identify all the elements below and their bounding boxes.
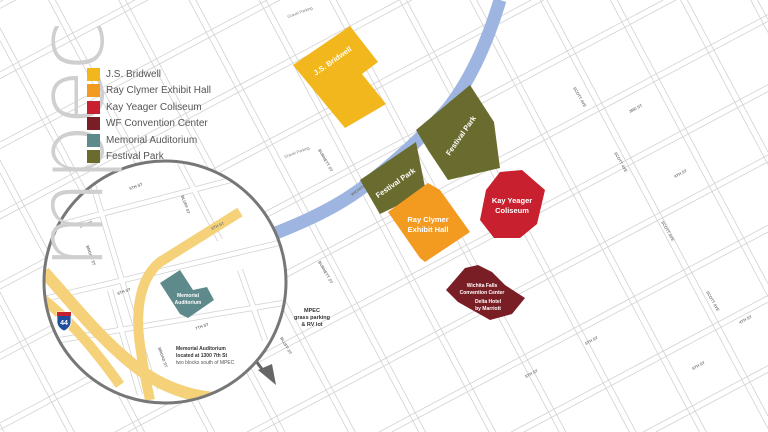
legend-item-festival: Festival Park [87, 149, 211, 166]
interstate-44-shield-icon: 44 [56, 311, 72, 332]
inset-label-6th: 6TH ST [210, 220, 225, 231]
legend: J.S. Bridwell Ray Clymer Exhibit Hall Ka… [87, 66, 211, 165]
inset-label-5th: 5TH ST [129, 181, 144, 191]
street-line [0, 0, 280, 150]
label-hotel-2: by Marriott [475, 306, 501, 312]
legend-item-bridwell: J.S. Bridwell [87, 66, 211, 83]
street-line [757, 0, 768, 20]
festival-park-east[interactable] [416, 85, 500, 180]
inset-note-3: two blocks south of MPEC [176, 360, 235, 366]
inset-note: Memorial Auditorium located at 1300 7th … [176, 346, 235, 366]
label-hotel-1: Delta Hotel [475, 299, 502, 305]
legend-label: Festival Park [106, 151, 164, 163]
gravel-parking-label: Gravel Parking [287, 5, 314, 19]
street-line [0, 0, 268, 143]
street-label-burnett-2: BURNETT ST [317, 260, 334, 285]
street-line [476, 0, 707, 432]
street-line [750, 0, 768, 33]
street-line [523, 301, 768, 432]
parking-line-2: grass parking [294, 315, 330, 321]
street-line [655, 372, 768, 432]
legend-item-yeager: Kay Yeager Coliseum [87, 99, 211, 116]
inset-pointer-arrow-icon [258, 364, 276, 385]
legend-swatch [87, 133, 100, 147]
label-yeager-2: Coliseum [495, 206, 529, 215]
street-line [0, 424, 5, 432]
parking-line-3: & RV lot [301, 322, 322, 328]
memorial-auditorium[interactable] [160, 270, 214, 318]
label-memorial-2: Auditorium [175, 300, 202, 306]
legend-swatch [87, 100, 100, 114]
street-label-3rd: 3RD ST [628, 103, 643, 114]
street-line [469, 0, 700, 432]
label-yeager-1: Kay Yeager [492, 196, 532, 205]
street-line [609, 0, 768, 297]
legend-label: Ray Clymer Exhibit Hall [106, 85, 212, 97]
street-label-4th: 4TH ST [738, 314, 753, 325]
street-line [0, 0, 148, 79]
street-label-6th: 6TH ST [691, 360, 706, 371]
legend-label: Memorial Auditorium [106, 134, 198, 146]
street-line [0, 304, 68, 432]
street-line [0, 0, 4, 2]
inset-label-6th-2: 6TH ST [117, 286, 132, 296]
inset-note-2: located at 1300 7th St [176, 353, 227, 359]
building-ray-clymer[interactable] [388, 183, 470, 262]
inset-map: Memorial Auditorium 5TH ST 5TH ST 6TH ST… [44, 161, 284, 403]
street-line [510, 295, 768, 432]
legend-swatch [87, 67, 100, 81]
legend-swatch [87, 84, 100, 98]
inset-border [42, 159, 288, 405]
street-line [378, 224, 768, 432]
label-clymer-2: Exhibit Hall [408, 225, 449, 234]
festival-park-west[interactable] [360, 142, 426, 214]
legend-label: J.S. Bridwell [106, 68, 162, 80]
building-kay-yeager[interactable] [480, 170, 545, 238]
legend-label: WF Convention Center [106, 118, 208, 130]
inset-label-bluff: BLUFF ST [180, 195, 192, 215]
inset-highway-i44 [44, 267, 216, 403]
street-line [0, 0, 16, 9]
street-line [0, 0, 400, 213]
street-line [391, 231, 768, 432]
label-convention-1: Wichita Falls [467, 283, 498, 289]
legend-swatch [87, 117, 100, 131]
label-convention-2: Convention Center [460, 290, 505, 296]
street-label-bluff: BLUFF ST [279, 336, 293, 356]
street-label-scott-4: SCOTT AVE [705, 290, 721, 312]
street-line [686, 0, 768, 152]
legend-item-convention: WF Convention Center [87, 116, 211, 133]
gravel-parking-label-2: Gravel Parking [284, 145, 311, 159]
legend-item-memorial: Memorial Auditorium [87, 132, 211, 149]
label-memorial-1: Memorial [177, 293, 200, 299]
inset-label-7th: 7TH ST [195, 321, 210, 331]
inset-note-1: Memorial Auditorium [176, 346, 226, 352]
legend-item-clymer: Ray Clymer Exhibit Hall [87, 83, 211, 100]
highway-number: 44 [60, 320, 68, 327]
street-label-scott-1: SCOTT AVE [572, 86, 588, 108]
street-label-5th: 5TH ST [584, 335, 599, 346]
building-wf-convention-center[interactable] [446, 265, 525, 320]
legend-label: Kay Yeager Coliseum [106, 101, 202, 113]
building-js-bridwell[interactable] [293, 26, 386, 128]
street-label-burnett: BURNETT ST [317, 148, 334, 173]
street-line [546, 0, 768, 417]
street-line [539, 0, 768, 429]
street-line [0, 291, 75, 432]
street-line [680, 0, 768, 165]
parking-line-1: MPEC [304, 308, 320, 314]
grass-parking-lot[interactable]: MPEC grass parking & RV lot [294, 308, 330, 328]
inset-label-5th-2: 5TH ST [79, 219, 94, 229]
street-line [616, 0, 768, 284]
inset-6th-st-road [133, 207, 243, 401]
street-label-5th-2: 5TH ST [524, 368, 539, 379]
legend-swatch [87, 150, 100, 164]
street-label-scott-3: SCOTT AVE [660, 220, 676, 242]
street-label-4th-2: 4TH ST [673, 168, 688, 179]
label-clymer-1: Ray Clymer [407, 215, 448, 224]
street-line [642, 365, 768, 432]
street-line [258, 0, 490, 432]
